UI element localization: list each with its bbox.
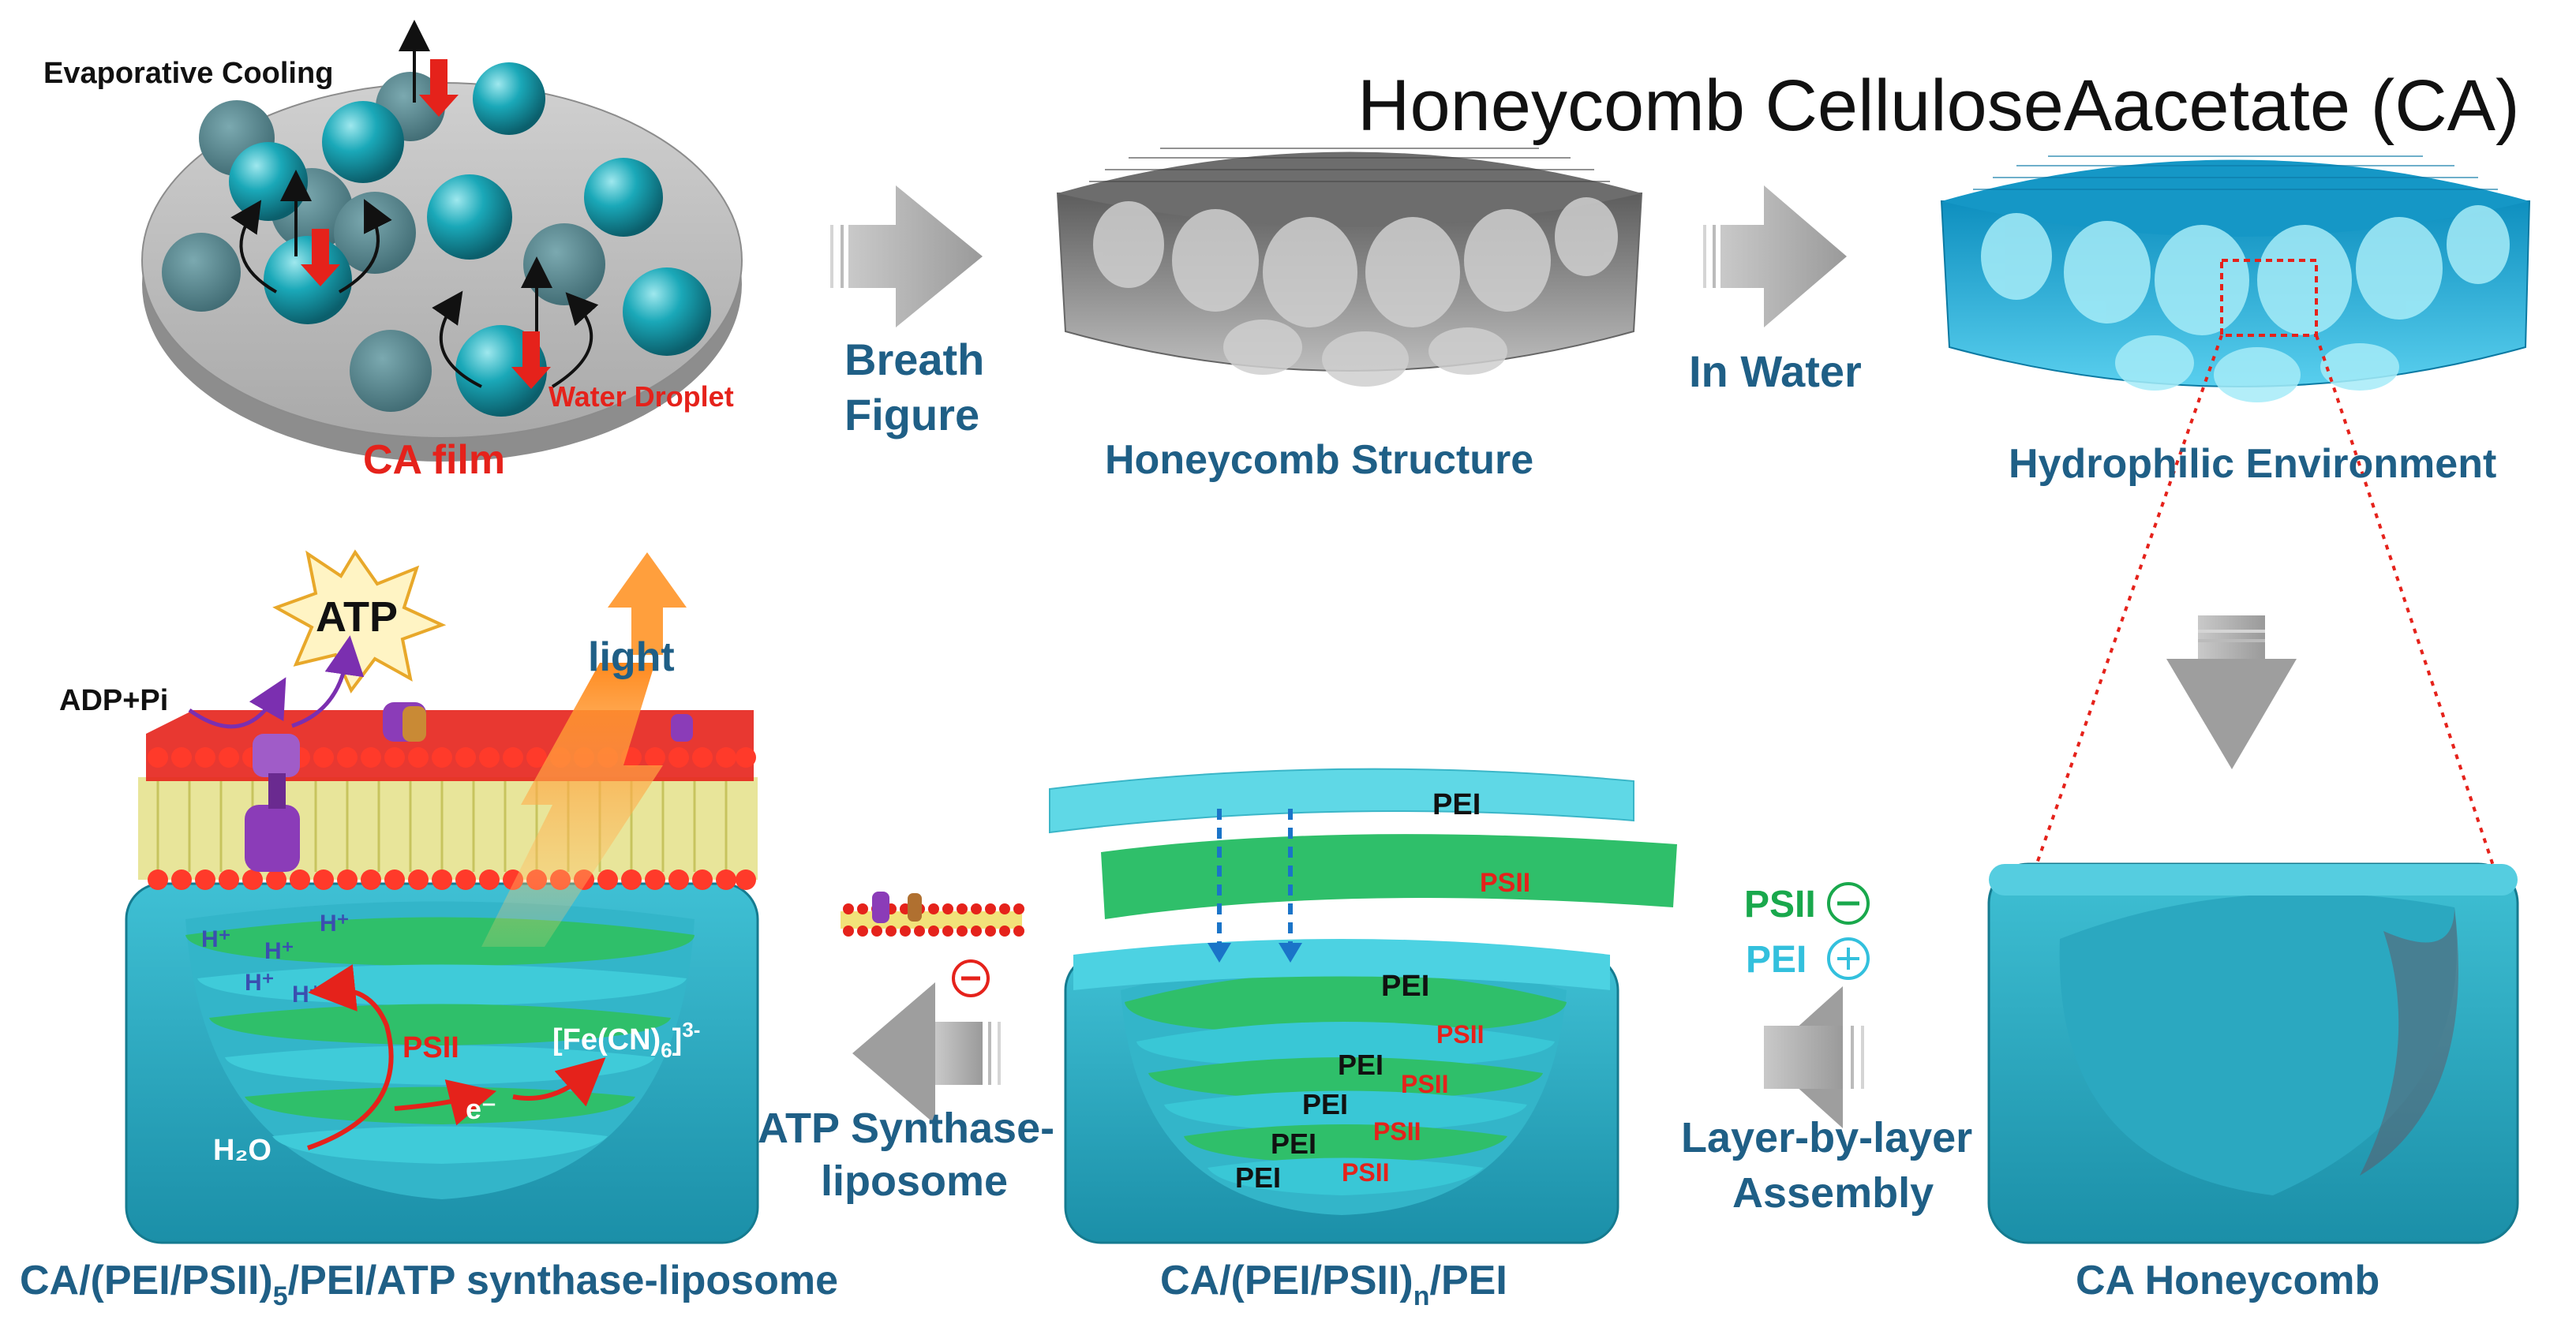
atp-label: ATP [316, 593, 398, 641]
hplus-4: H⁺ [245, 970, 275, 996]
layer-by-layer-label: Layer-by-layer [1681, 1114, 1972, 1161]
adp-to-atp-arrows [188, 635, 365, 729]
atp-star [272, 549, 447, 694]
pei-layer-4: PEI [1235, 1161, 1281, 1194]
water-droplet-label: Water Droplet [549, 380, 734, 413]
atp-synthase-label: ATP Synthase- [758, 1105, 1054, 1152]
figure-title: Honeycomb CelluloseAacetate (CA) [1357, 65, 2520, 146]
pei-layer-1: PEI [1338, 1049, 1383, 1081]
breath-label: Breath [844, 335, 984, 384]
figure-label: Figure [844, 390, 979, 439]
honeycomb-structure-blue [1940, 155, 2531, 402]
psii-top-label: PSII [1480, 868, 1530, 898]
pei-layer-3: PEI [1271, 1127, 1316, 1160]
evaporative-cooling-label: Evaporative Cooling [43, 57, 333, 90]
psii-layer-4: PSII [1342, 1158, 1389, 1187]
ca-honeycomb-block [1987, 862, 2519, 1244]
pei-legend-label: PEI [1746, 939, 1807, 981]
pei-top-label: PEI [1432, 788, 1481, 821]
electron-transfer-arrows [307, 964, 606, 1150]
evaporation-arrows [230, 20, 599, 388]
assembly-label: Assembly [1732, 1169, 1934, 1217]
psii-layer-2: PSII [1401, 1070, 1448, 1098]
hydrophilic-environment-caption: Hydrophilic Environment [2009, 441, 2496, 487]
h2o-label: H₂O [213, 1134, 271, 1167]
lipid-bilayer [138, 710, 758, 890]
negative-charge-icon [952, 959, 990, 997]
hplus-5: H⁺ [292, 982, 322, 1008]
adp-label: ADP+Pi [59, 684, 168, 717]
pei-layer-2: PEI [1302, 1088, 1348, 1120]
lbl-layers [1125, 972, 1567, 1195]
breath-figure-arrow [830, 185, 983, 327]
psii-label: PSII [402, 1031, 459, 1064]
light-beam [481, 552, 687, 947]
psii-layer-3: PSII [1373, 1117, 1421, 1146]
light-label: light [588, 634, 675, 680]
ca-honeycomb-caption: CA Honeycomb [2076, 1258, 2379, 1303]
lbl-assembly-block [1049, 768, 1677, 1244]
electron-label: e⁻ [466, 1093, 496, 1125]
pei-mid-label: PEI [1381, 970, 1429, 1003]
ca-film-label: CA film [363, 437, 505, 483]
hplus-3: H⁺ [320, 911, 350, 937]
hplus-2: H⁺ [264, 938, 294, 964]
in-water-label: In Water [1689, 346, 1862, 396]
lbl-caption: CA/(PEI/PSII)n/PEI [1160, 1258, 1507, 1311]
down-arrow [2166, 615, 2297, 769]
atp-liposome-arrow [852, 982, 1001, 1124]
psii-legend-label: PSII [1744, 884, 1816, 926]
hplus-1: H⁺ [201, 926, 231, 952]
honeycomb-structure-caption: Honeycomb Structure [1105, 437, 1533, 483]
atp-block [125, 882, 759, 1244]
liposome-label: liposome [821, 1157, 1008, 1205]
liposome-mini [841, 892, 1024, 937]
layer-by-layer-arrow [1764, 986, 1864, 1128]
ferricyanide-label: [Fe(CN)6]3- [552, 1018, 700, 1062]
honeycomb-structure-gray [1056, 148, 1643, 387]
zoom-box [2023, 259, 2496, 900]
plus-charge-icon [1827, 937, 1870, 980]
atp-liposome-caption: CA/(PEI/PSII)5/PEI/ATP synthase-liposome [20, 1258, 838, 1311]
psii-layer-1: PSII [1436, 1020, 1484, 1049]
atp-synthase-protein [245, 702, 693, 872]
cooling-arrows [301, 59, 551, 389]
minus-charge-icon [1827, 882, 1870, 925]
in-water-arrow [1703, 185, 1847, 327]
